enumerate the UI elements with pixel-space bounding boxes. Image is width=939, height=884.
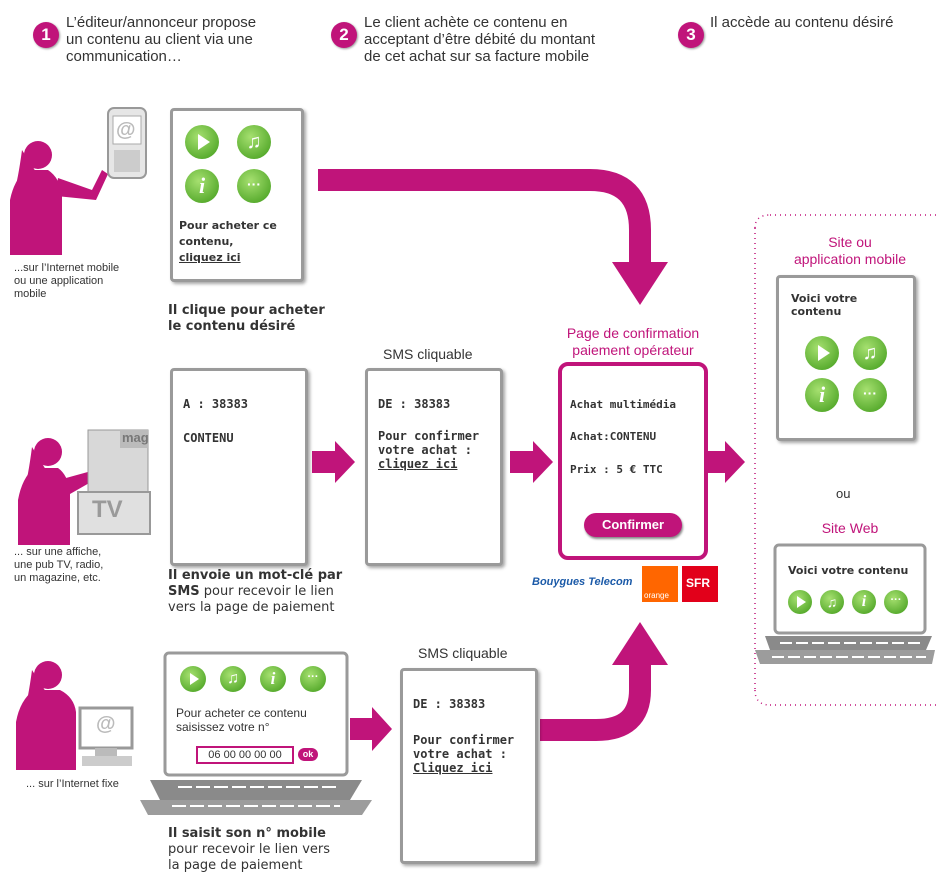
step-2-text: Le client achète ce contenu en acceptant… xyxy=(364,14,595,65)
row2-phone: A : 38383 CONTENU xyxy=(170,368,308,566)
row2-action-bold-b: SMS xyxy=(168,584,200,599)
more-icon: ··· xyxy=(237,169,271,203)
mobile-result-text: Voici votre contenu xyxy=(791,292,858,318)
result-play-icon xyxy=(805,336,839,370)
row3-action-rest: pour recevoir le lien vers la page de pa… xyxy=(168,842,331,873)
row2-sms-link[interactable]: cliquez ici xyxy=(378,457,458,471)
web-result-screen: Voici votre contenu ♫ i ··· xyxy=(780,550,922,630)
step-1-text: L’éditeur/annonceur propose un contenu a… xyxy=(66,14,257,65)
mobile-result-phone: Voici votre contenu ♫ i ··· xyxy=(776,275,916,441)
web-result-text: Voici votre contenu xyxy=(788,564,909,577)
sfr-logo: SFR xyxy=(682,566,718,602)
row3-action-bold: Il saisit son n° mobile xyxy=(168,826,326,841)
mobile-result-header: Site ou application mobile xyxy=(793,234,907,267)
row2-action-bold-a: Il envoie un mot-clé par xyxy=(168,568,343,583)
person-media xyxy=(18,438,98,545)
step-2-number: 2 xyxy=(331,22,357,48)
music-icon: ♫ xyxy=(237,125,271,159)
magazine-label: mag xyxy=(122,430,149,445)
row1-phone: ♫ i ··· Pour acheter ce contenu, cliquez… xyxy=(170,108,304,282)
bouygues-logo: Bouygues Telecom xyxy=(530,572,638,602)
laptop-music-icon: ♫ xyxy=(220,666,246,692)
result-more-icon: ··· xyxy=(853,378,887,412)
row1-phone-text1: Pour acheter ce xyxy=(179,219,277,232)
row3-sms-from: DE : 38383 xyxy=(413,697,486,711)
row1-phone-link[interactable]: cliquez ici xyxy=(179,251,241,264)
confirm-button[interactable]: Confirmer xyxy=(584,513,682,537)
row1-action-caption: Il clique pour acheter le contenu désiré xyxy=(168,303,325,334)
confirmation-page: Achat multimédia Achat:CONTENU Prix : 5 … xyxy=(558,362,708,560)
handset-illustration xyxy=(107,107,147,179)
orange-label: orange xyxy=(644,591,669,600)
sfr-label: SFR xyxy=(686,576,710,590)
person-mobile xyxy=(10,141,108,255)
step-3-number: 3 xyxy=(678,22,704,48)
web-music-icon: ♫ xyxy=(820,590,844,614)
row2-sms-phone: DE : 38383 Pour confirmer votre achat : … xyxy=(365,368,503,566)
web-result-header: Site Web xyxy=(821,520,879,536)
row2-action-rest: pour recevoir le lien vers la page de pa… xyxy=(168,584,335,615)
web-play-icon xyxy=(788,590,812,614)
result-music-icon: ♫ xyxy=(853,336,887,370)
laptop-play-icon xyxy=(180,666,206,692)
step-1-number: 1 xyxy=(33,22,59,48)
tv-label: TV xyxy=(92,496,123,523)
row2-sms-header: SMS cliquable xyxy=(383,346,473,362)
row3-person-caption: ... sur l’Internet fixe xyxy=(26,778,119,790)
row1-phone-text2: contenu, xyxy=(179,235,234,248)
arrows xyxy=(312,169,745,751)
or-label: ou xyxy=(836,486,851,501)
laptop-info-icon: i xyxy=(260,666,286,692)
confirmation-line1: Achat multimédia xyxy=(570,398,676,411)
row2-sms-text: Pour confirmer votre achat : xyxy=(378,429,480,457)
at-icon: @ xyxy=(116,119,136,141)
row2-phone-keyword: CONTENU xyxy=(183,431,234,445)
laptop-prompt: Pour acheter ce contenu saisissez votre … xyxy=(176,706,307,734)
row1-person-caption: ...sur l’Internet mobile ou une applicat… xyxy=(14,262,120,300)
phone-number-input[interactable]: 06 00 00 00 00 xyxy=(196,746,294,764)
row2-person-caption: ... sur une affiche, une pub TV, radio, … xyxy=(14,546,104,584)
play-icon xyxy=(185,125,219,159)
row2-phone-number: A : 38383 xyxy=(183,397,249,411)
row3-sms-header: SMS cliquable xyxy=(418,645,508,661)
result-info-icon: i xyxy=(805,378,839,412)
laptop-more-icon: ··· xyxy=(300,666,326,692)
confirmation-line3: Prix : 5 € TTC xyxy=(570,463,663,476)
row3-sms-link[interactable]: Cliquez ici xyxy=(413,761,493,775)
monitor-at-icon: @ xyxy=(96,713,116,735)
results-dotted-border xyxy=(754,214,939,706)
confirmation-header: Page de confirmation paiement opérateur xyxy=(566,325,700,358)
confirmation-line2: Achat:CONTENU xyxy=(570,430,657,443)
magazine-tv-illustration xyxy=(77,429,151,535)
monitor-illustration xyxy=(78,706,134,766)
bouygues-label: Bouygues Telecom xyxy=(532,576,633,588)
ok-button[interactable]: ok xyxy=(298,748,318,761)
person-desktop xyxy=(16,661,76,770)
web-info-icon: i xyxy=(852,590,876,614)
laptop-screen: ♫ i ··· Pour acheter ce contenu saisisse… xyxy=(170,658,340,770)
info-icon: i xyxy=(185,169,219,203)
step-3-text: Il accède au contenu désiré xyxy=(710,14,894,31)
web-more-icon: ··· xyxy=(884,590,908,614)
row2-sms-from: DE : 38383 xyxy=(378,397,451,411)
row3-sms-phone: DE : 38383 Pour confirmer votre achat : … xyxy=(400,668,538,864)
orange-logo: orange xyxy=(642,566,678,602)
row3-sms-text: Pour confirmer votre achat : xyxy=(413,733,515,761)
